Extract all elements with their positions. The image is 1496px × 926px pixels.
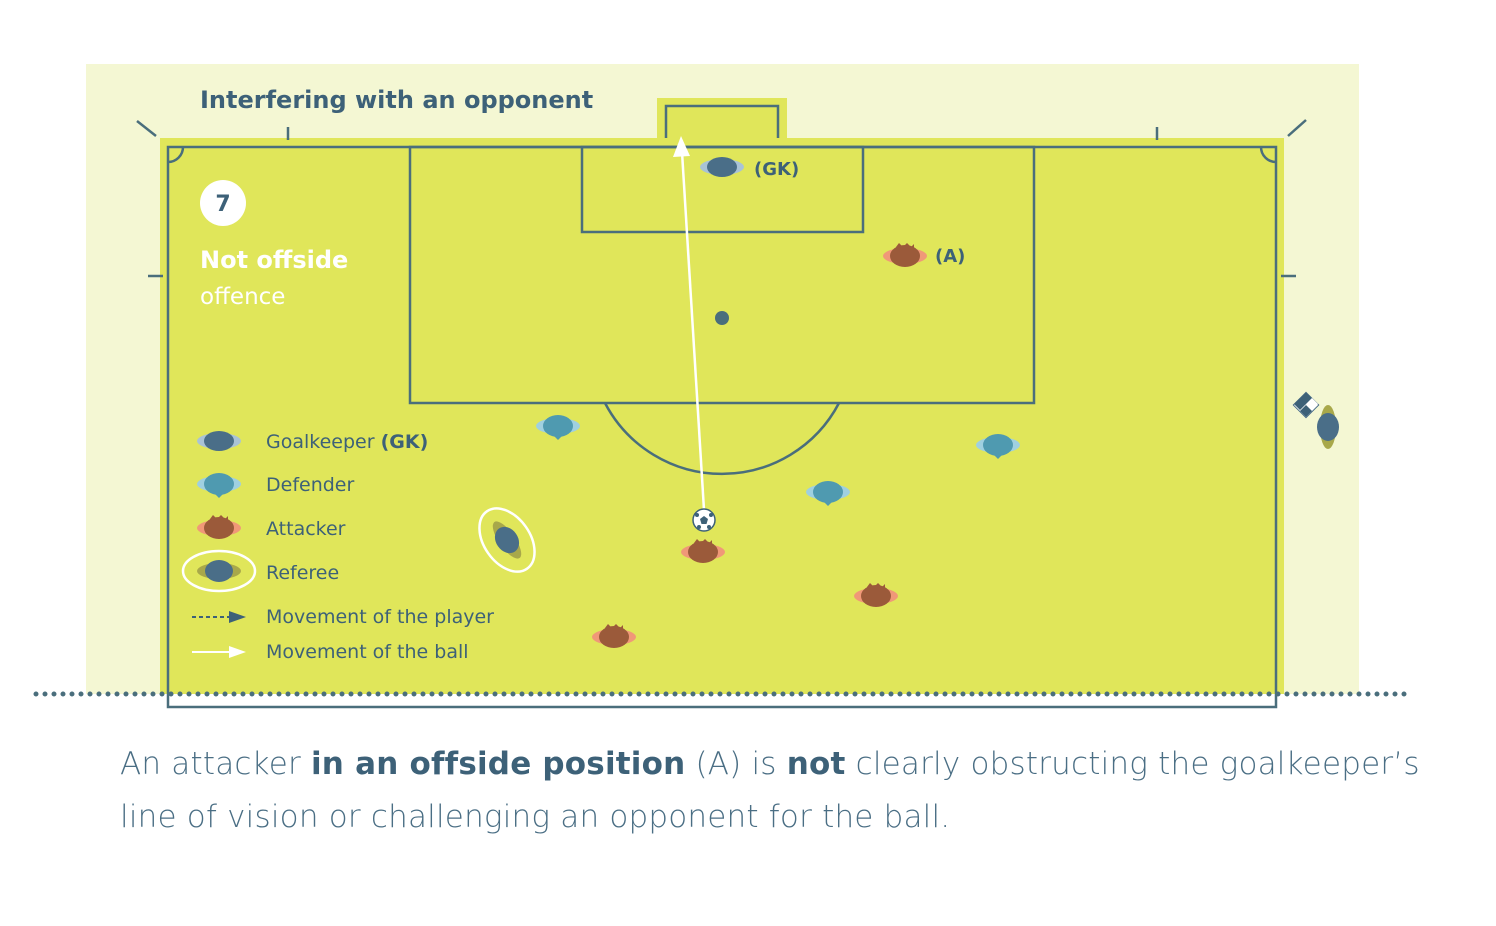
pitch <box>160 138 1284 694</box>
caption-part-2: (A) is <box>685 746 787 782</box>
caption-bold-2: not <box>786 746 846 782</box>
penalty-arc <box>603 402 841 476</box>
scenario-badge <box>200 180 246 226</box>
assistant-flag-icon <box>1292 391 1320 419</box>
legend-movement-ball-label: Movement of the ball <box>266 641 469 663</box>
legend-attacker-label: Attacker <box>266 518 346 540</box>
goal-area <box>580 145 865 234</box>
goalkeeper-label: (GK) <box>754 159 799 180</box>
legend: Goalkeeper (GK) Defender Attacker Refere… <box>181 431 494 663</box>
legend-movement-player-label: Movement of the player <box>266 606 494 628</box>
attacker-a-label: (A) <box>935 246 965 267</box>
legend-defender-label: Defender <box>266 474 354 496</box>
legend-player-arrow-icon <box>229 611 246 623</box>
diagram-title: Interfering with an opponent <box>200 86 593 114</box>
ball-arrow-head <box>673 136 690 157</box>
caption-bold-1: in an offside position <box>310 746 686 782</box>
ball-movement-arrow <box>680 151 706 511</box>
legend-referee-label: Referee <box>266 562 339 584</box>
legend-ball-arrow-icon <box>229 646 246 658</box>
legend-referee-icon <box>181 549 257 593</box>
caption-text: An attacker in an offside position (A) i… <box>120 738 1420 844</box>
legend-goalkeeper-label: Goalkeeper (GK) <box>266 431 428 453</box>
verdict-sub: offence <box>200 284 285 310</box>
penalty-spot <box>715 311 729 325</box>
ball-icon <box>692 508 716 532</box>
verdict: Not offside <box>200 246 348 274</box>
scenario-number: 7 <box>215 192 230 217</box>
caption-part-1: An attacker <box>120 746 311 782</box>
caption-part-3: clearly obstructing the goalkeeper’s lin… <box>120 746 1420 835</box>
